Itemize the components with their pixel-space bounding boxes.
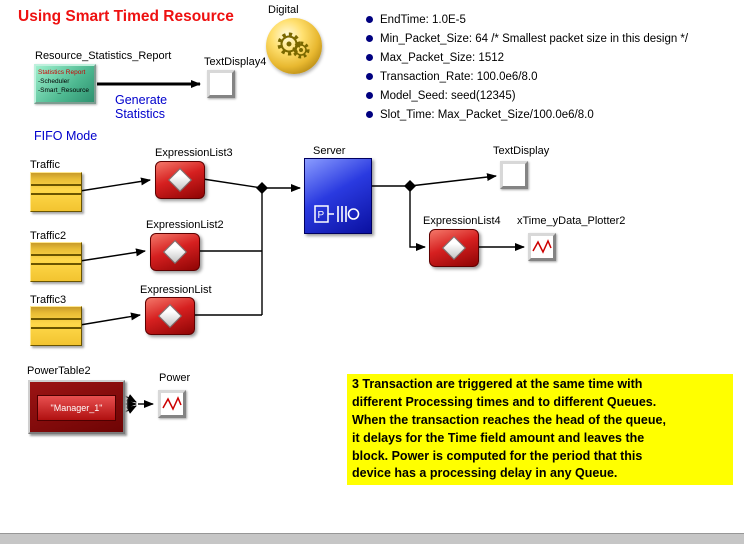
server-block[interactable]: P bbox=[304, 158, 372, 234]
parameter-text: Model_Seed: seed(12345) bbox=[380, 89, 516, 102]
traffic2-block[interactable] bbox=[30, 242, 82, 282]
diamond-icon bbox=[441, 235, 467, 261]
bullet-icon bbox=[366, 35, 373, 42]
server-queue-icon: P bbox=[314, 205, 360, 223]
stats-box-line2: -Scheduler bbox=[38, 77, 70, 85]
bullet-icon bbox=[366, 73, 373, 80]
parameter-text: Slot_Time: Max_Packet_Size/100.0e6/8.0 bbox=[380, 108, 594, 121]
diamond-icon bbox=[167, 167, 193, 193]
textdisplay-label: TextDisplay bbox=[493, 145, 550, 157]
window-bottom-edge bbox=[0, 533, 744, 544]
textdisplay-block[interactable] bbox=[500, 161, 528, 189]
bullet-icon bbox=[366, 54, 373, 61]
traffic-stripe bbox=[31, 254, 81, 256]
bullet-icon bbox=[366, 111, 373, 118]
traffic-stripe bbox=[31, 327, 81, 329]
expressionlist2-label: ExpressionList2 bbox=[146, 219, 224, 231]
parameter-item[interactable]: EndTime: 1.0E-5 bbox=[366, 10, 688, 29]
parameter-list: EndTime: 1.0E-5 Min_Packet_Size: 64 /* S… bbox=[366, 10, 688, 124]
expressionlist3-block[interactable] bbox=[155, 161, 205, 199]
traffic-stripe bbox=[31, 184, 81, 186]
page-title: Using Smart Timed Resource bbox=[18, 8, 234, 25]
textdisplay4-label: TextDisplay4 bbox=[204, 56, 267, 68]
statistics-report-block[interactable]: Statistics Report -Scheduler -Smart_Reso… bbox=[34, 64, 96, 104]
parameter-text: Transaction_Rate: 100.0e6/8.0 bbox=[380, 70, 538, 83]
annotation-note: 3 Transaction are triggered at the same … bbox=[347, 374, 733, 486]
stats-box-line3: -Smart_Resource bbox=[38, 86, 89, 94]
traffic-label: Traffic bbox=[30, 159, 60, 171]
server-label: Server bbox=[313, 145, 346, 157]
plot-line-icon bbox=[162, 396, 182, 411]
manager-cell: "Manager_1" bbox=[37, 395, 116, 421]
traffic3-block[interactable] bbox=[30, 306, 82, 346]
powertable2-block[interactable]: "Manager_1" bbox=[28, 380, 125, 434]
expressionlist-label: ExpressionList bbox=[140, 284, 212, 296]
fifo-mode-label: FIFO Mode bbox=[34, 129, 98, 143]
expressionlist2-block[interactable] bbox=[150, 233, 200, 271]
traffic-stripe bbox=[31, 263, 81, 265]
plotter2-label: xTime_yData_Plotter2 bbox=[517, 215, 626, 227]
parameter-item[interactable]: Transaction_Rate: 100.0e6/8.0 bbox=[366, 67, 688, 86]
bullet-icon bbox=[366, 92, 373, 99]
traffic-stripe bbox=[31, 318, 81, 320]
traffic-stripe bbox=[31, 193, 81, 195]
parameter-text: EndTime: 1.0E-5 bbox=[380, 13, 466, 26]
expressionlist-block[interactable] bbox=[145, 297, 195, 335]
plotter2-block[interactable] bbox=[528, 233, 556, 261]
textdisplay4-block[interactable] bbox=[207, 70, 235, 98]
parameter-item[interactable]: Max_Packet_Size: 1512 bbox=[366, 48, 688, 67]
digital-gear-block[interactable] bbox=[266, 18, 322, 74]
parameter-text: Max_Packet_Size: 1512 bbox=[380, 51, 505, 64]
digital-label: Digital bbox=[268, 4, 299, 16]
parameter-text: Min_Packet_Size: 64 /* Smallest packet s… bbox=[380, 32, 689, 45]
diamond-icon bbox=[157, 303, 183, 329]
resource-statistics-report-label: Resource_Statistics_Report bbox=[35, 50, 172, 62]
traffic3-label: Traffic3 bbox=[30, 294, 67, 306]
gear-icon bbox=[277, 32, 310, 59]
plot-line-icon bbox=[532, 239, 552, 254]
parameter-item[interactable]: Slot_Time: Max_Packet_Size/100.0e6/8.0 bbox=[366, 105, 688, 124]
traffic2-label: Traffic2 bbox=[30, 230, 67, 242]
power-label: Power bbox=[159, 372, 191, 384]
expressionlist4-block[interactable] bbox=[429, 229, 479, 267]
powertable2-label: PowerTable2 bbox=[27, 365, 91, 377]
bullet-icon bbox=[366, 16, 373, 23]
traffic-block[interactable] bbox=[30, 172, 82, 212]
power-plotter-block[interactable] bbox=[158, 390, 186, 418]
expressionlist4-label: ExpressionList4 bbox=[423, 215, 501, 227]
parameter-item[interactable]: Min_Packet_Size: 64 /* Smallest packet s… bbox=[366, 29, 688, 48]
generate-statistics-label: Generate Statistics bbox=[115, 93, 168, 121]
svg-text:P: P bbox=[318, 210, 325, 221]
expressionlist3-label: ExpressionList3 bbox=[155, 147, 233, 159]
parameter-item[interactable]: Model_Seed: seed(12345) bbox=[366, 86, 688, 105]
stats-box-line1: Statistics Report bbox=[38, 69, 86, 76]
diamond-icon bbox=[162, 239, 188, 265]
